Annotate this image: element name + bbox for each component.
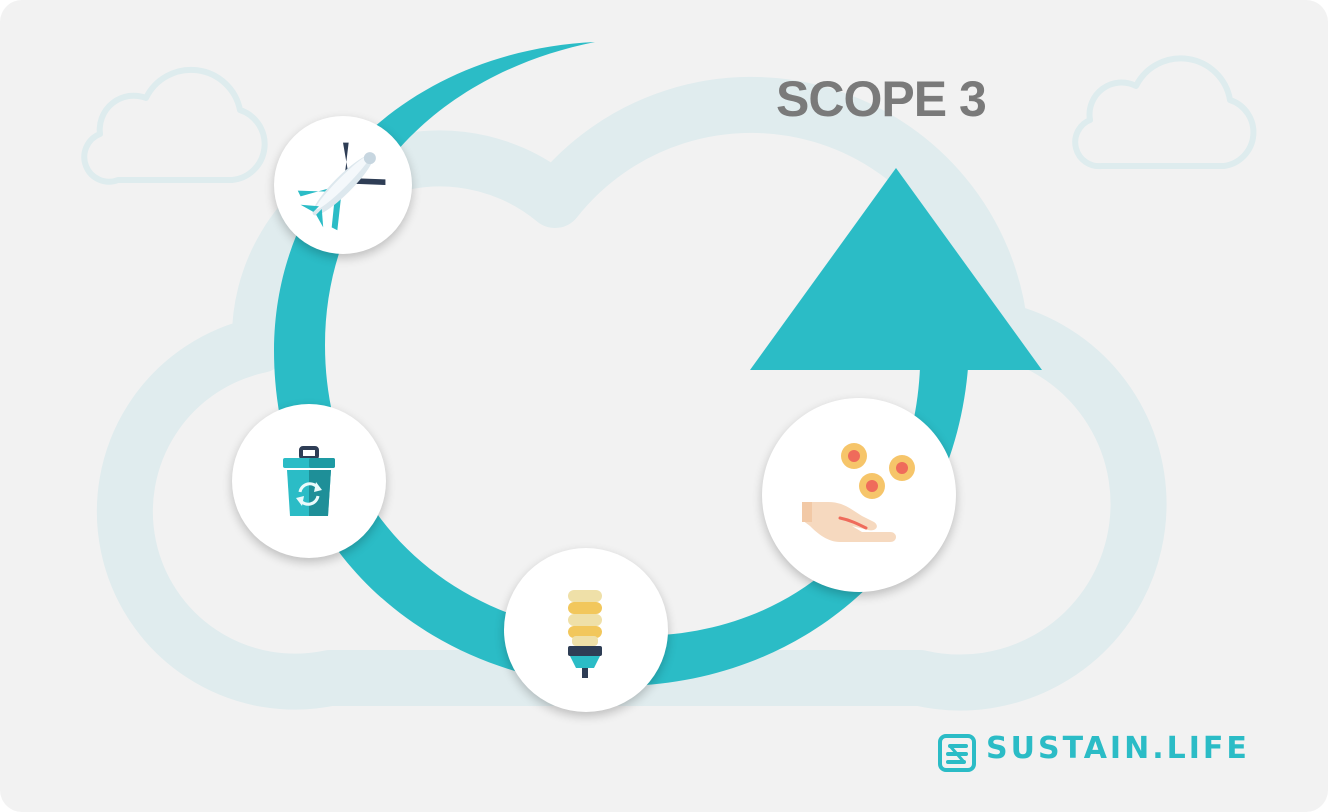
sustain-life-logo-icon bbox=[938, 734, 976, 772]
hand-coins-badge bbox=[762, 398, 956, 592]
airplane-icon bbox=[297, 142, 386, 231]
light-bulb-icon bbox=[568, 590, 602, 678]
small-cloud-left-icon bbox=[81, 66, 268, 185]
light-bulb-badge bbox=[504, 548, 668, 712]
airplane-badge bbox=[274, 116, 412, 254]
large-cloud-outline bbox=[96, 76, 1167, 711]
recycle-bin-icon bbox=[283, 446, 335, 516]
cycle-arrow bbox=[274, 42, 1042, 687]
brand-name: SUSTAIN.LIFE bbox=[986, 731, 1250, 766]
small-cloud-right-icon bbox=[1072, 55, 1257, 170]
hand-coins-icon bbox=[802, 443, 915, 542]
scope-title: SCOPE 3 bbox=[776, 71, 987, 127]
recycle-bin-badge bbox=[232, 404, 386, 558]
